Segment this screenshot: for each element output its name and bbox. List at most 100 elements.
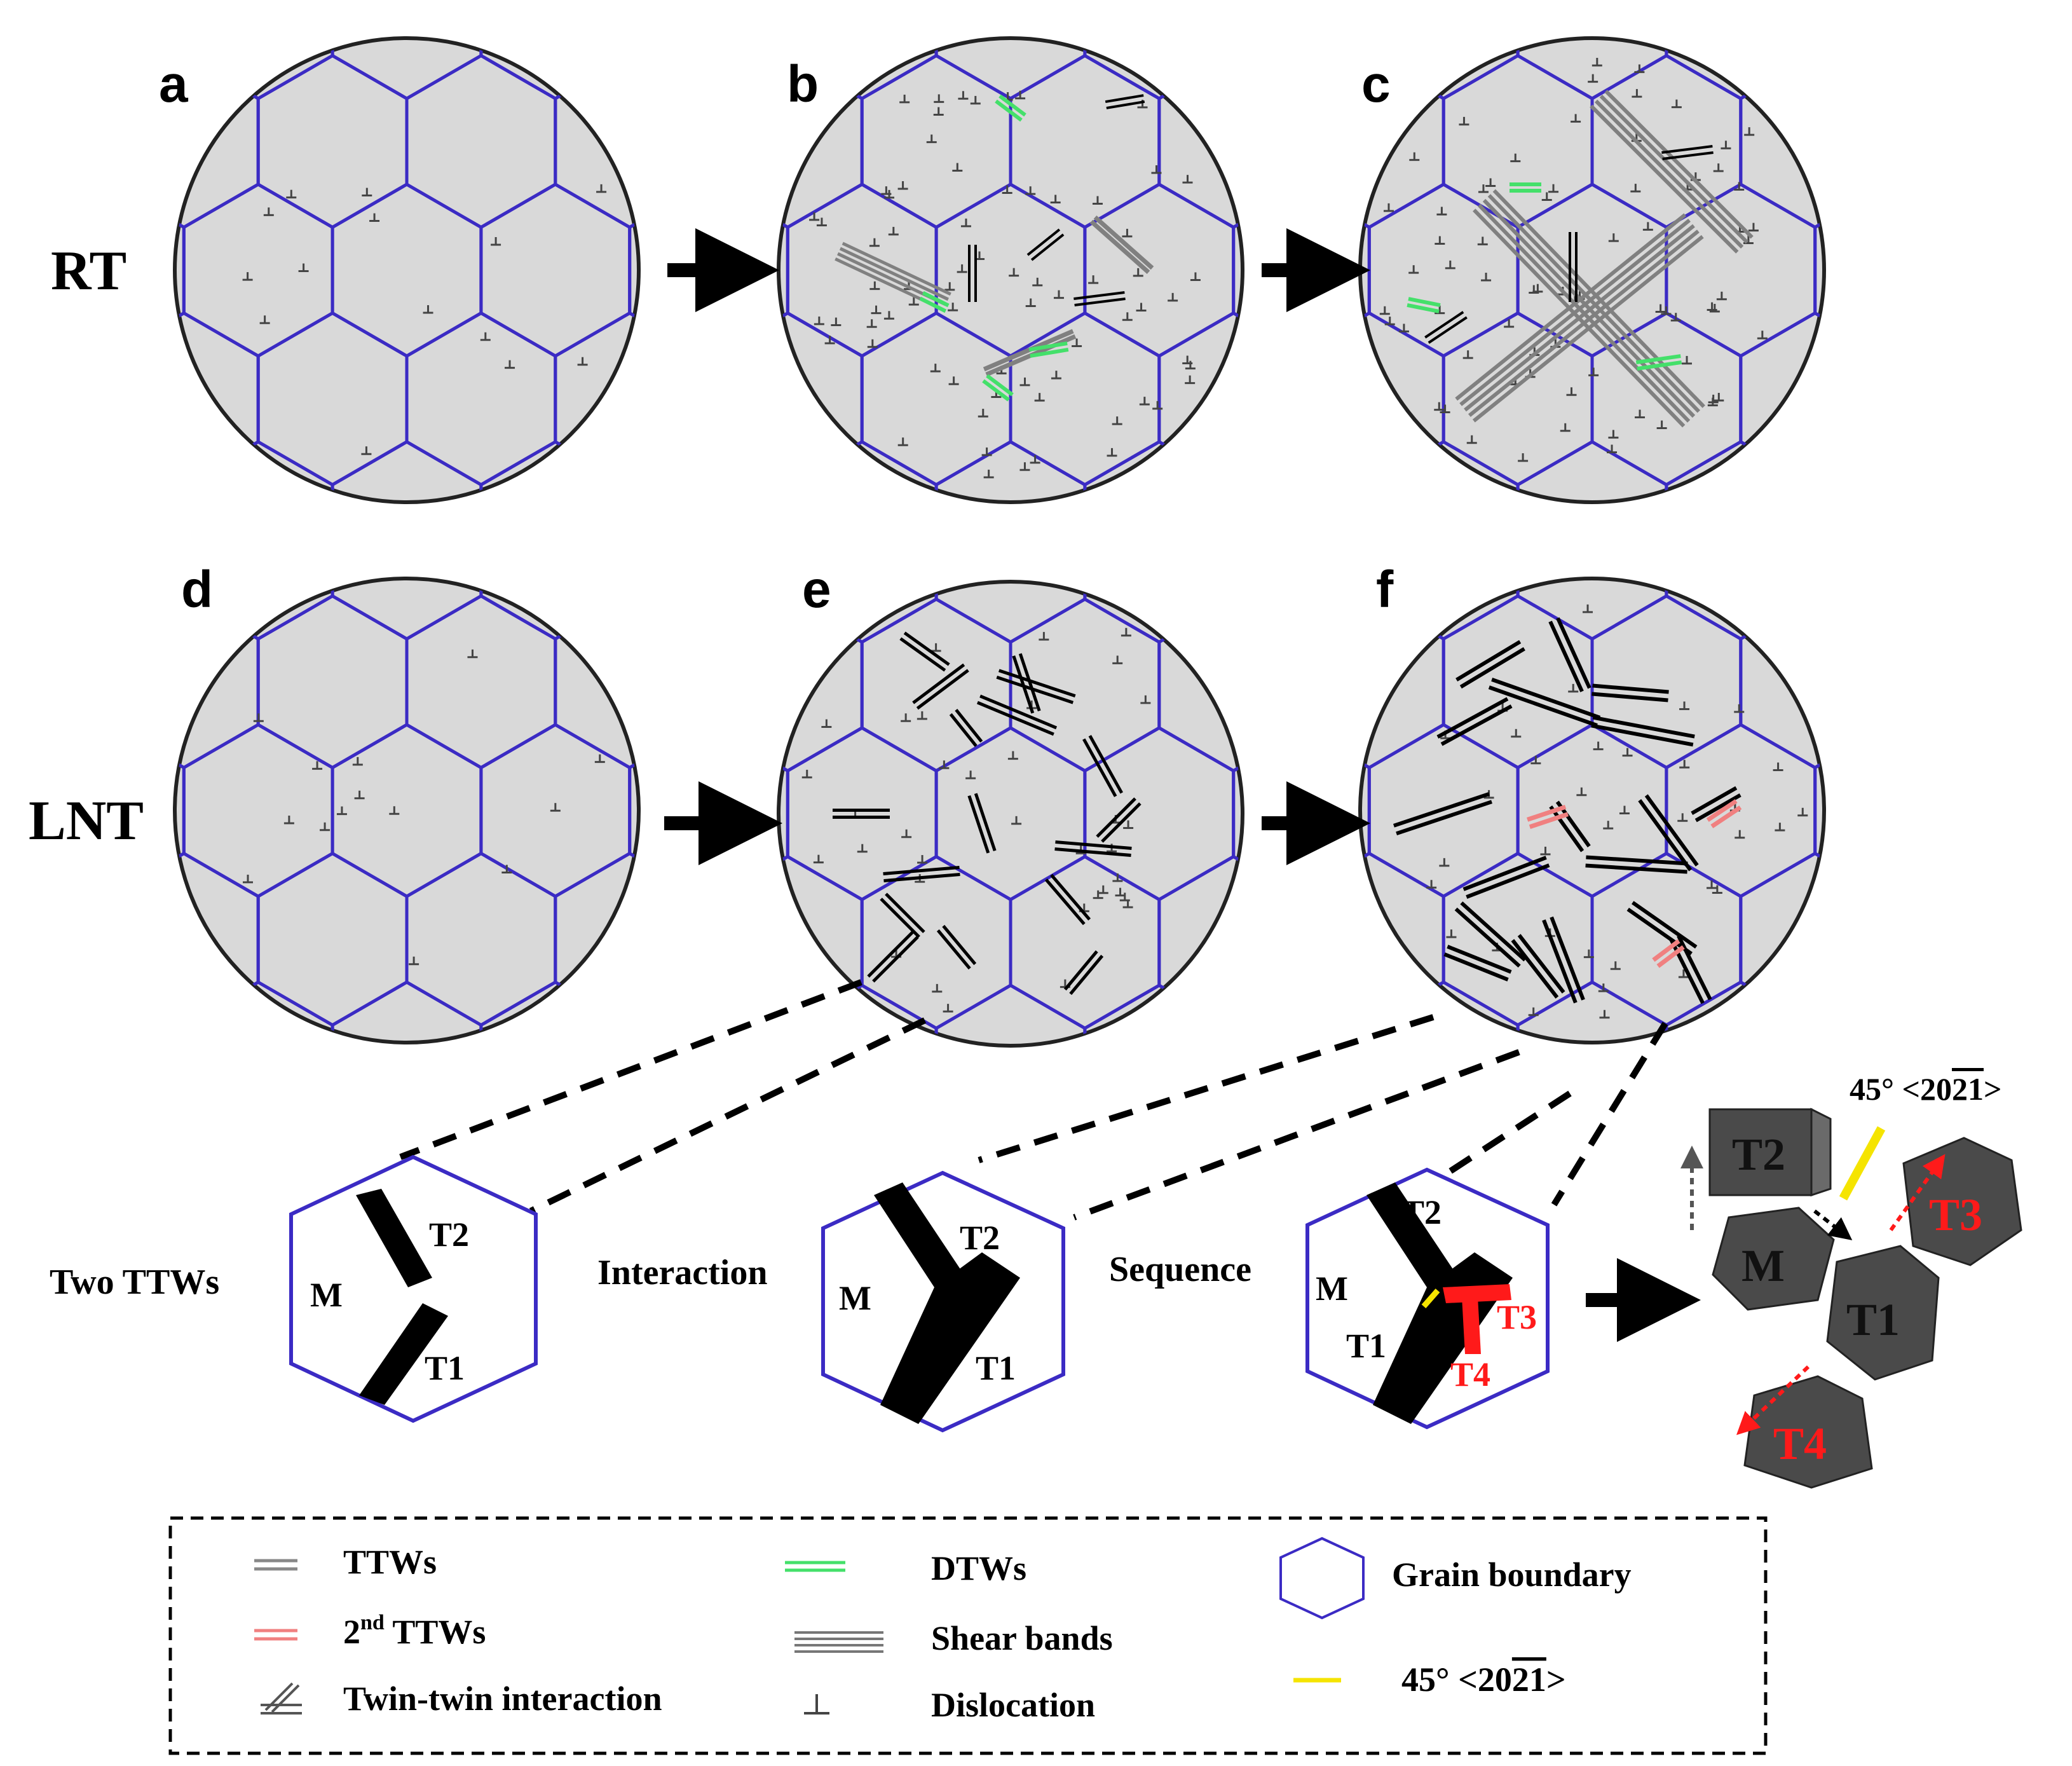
dislocation-symbol bbox=[1379, 306, 1390, 315]
dislocation-symbol bbox=[1182, 355, 1193, 365]
dislocation-symbol bbox=[1139, 397, 1150, 406]
grain bbox=[1964, 982, 2072, 1154]
ttw bbox=[1054, 840, 1132, 857]
dislocation-symbol bbox=[1608, 233, 1619, 242]
dislocation-symbol bbox=[917, 711, 927, 720]
grain bbox=[1813, 38, 1824, 100]
dislocation-symbol bbox=[1619, 805, 1630, 815]
dislocation-symbol bbox=[1409, 152, 1420, 161]
dislocation-symbol bbox=[957, 264, 967, 273]
dislocation-symbol bbox=[960, 218, 971, 228]
dislocation-symbol bbox=[1185, 375, 1196, 385]
dislocation-symbol bbox=[1151, 165, 1162, 174]
grain bbox=[1813, 578, 1824, 641]
dislocation-symbol bbox=[1190, 272, 1201, 281]
dislocation-symbol bbox=[1123, 820, 1134, 830]
cube-label-t1: T1 bbox=[1846, 1294, 1900, 1345]
dislocation-symbol bbox=[857, 844, 868, 853]
dislocation-symbol bbox=[242, 272, 253, 281]
aggregate-d bbox=[173, 577, 641, 1044]
dislocation-symbol bbox=[952, 163, 963, 172]
dislocation-symbol bbox=[361, 446, 372, 455]
dislocation-symbol bbox=[1152, 400, 1163, 410]
dislocation-symbol bbox=[1435, 236, 1445, 245]
dislocation-symbol bbox=[930, 364, 941, 373]
grain bbox=[1964, 725, 2072, 896]
ttw bbox=[1585, 855, 1688, 874]
cube-m: M bbox=[1712, 1207, 1835, 1311]
legend-swatch-twin-twin bbox=[261, 1682, 302, 1715]
legend-label-dislocation: Dislocation bbox=[931, 1686, 1095, 1724]
label-m: M bbox=[310, 1276, 343, 1314]
dislocation-symbol bbox=[242, 874, 253, 884]
dislocation-symbol bbox=[1051, 371, 1061, 380]
dislocation-symbol bbox=[981, 447, 992, 456]
dislocation-symbol bbox=[1510, 153, 1521, 163]
dislocation-symbol bbox=[1121, 627, 1131, 637]
dislocation-symbol bbox=[1034, 393, 1045, 402]
twin-t4 bbox=[1462, 1297, 1481, 1354]
dislocation-symbol bbox=[978, 409, 988, 418]
dislocation-symbol bbox=[933, 107, 944, 116]
ttw bbox=[1591, 683, 1669, 702]
dislocation-symbol bbox=[263, 207, 274, 216]
dislocation-symbol bbox=[1540, 846, 1551, 856]
dislocation-symbol bbox=[480, 332, 491, 341]
dislocation-symbol bbox=[1408, 265, 1419, 274]
dislocation-symbol bbox=[899, 94, 910, 104]
grain bbox=[1360, 578, 1371, 641]
dislocation-symbol bbox=[1098, 885, 1108, 894]
dislocation-symbol bbox=[1748, 222, 1759, 232]
dislocation-symbol bbox=[1528, 1007, 1539, 1016]
dislocation-symbol bbox=[1548, 184, 1559, 193]
ttw bbox=[1454, 901, 1527, 968]
dislocation-symbol bbox=[944, 282, 955, 291]
dislocation-symbol bbox=[1007, 751, 1018, 760]
dislocation-symbol bbox=[1576, 787, 1587, 797]
ttw bbox=[1511, 934, 1565, 999]
dislocation-symbol bbox=[831, 317, 842, 327]
dislocation-symbol bbox=[816, 217, 827, 226]
dislocation-symbol bbox=[1642, 222, 1653, 231]
grain-aggregates bbox=[0, 36, 2072, 1154]
dislocation-symbol bbox=[320, 822, 331, 832]
dislocation-symbol bbox=[901, 829, 912, 839]
dislocation-symbol bbox=[1383, 203, 1394, 212]
cube-label-m: M bbox=[1741, 1240, 1785, 1291]
dislocation-symbol bbox=[1661, 306, 1672, 315]
dislocation-symbol bbox=[1622, 748, 1633, 757]
dislocation-symbol bbox=[501, 865, 512, 873]
dislocation-symbol bbox=[908, 297, 919, 306]
dislocation-symbol bbox=[577, 357, 588, 366]
dislocation-symbol bbox=[867, 339, 878, 348]
dislocation-symbol bbox=[821, 719, 832, 728]
dislocation-symbol bbox=[809, 212, 820, 221]
ttw bbox=[912, 663, 969, 710]
dislocation-symbol bbox=[409, 956, 419, 966]
grain bbox=[628, 578, 639, 641]
hexagon-two-ttws bbox=[289, 1154, 538, 1423]
caption-two-ttws: Two TTWs bbox=[50, 1263, 219, 1302]
zoom-line bbox=[529, 1017, 927, 1214]
panel-letter-e: e bbox=[802, 561, 831, 619]
ttw bbox=[1638, 794, 1699, 872]
dislocation-symbol bbox=[1541, 192, 1552, 201]
dislocation-symbol bbox=[1019, 462, 1030, 471]
grain bbox=[628, 723, 639, 898]
grain bbox=[0, 184, 35, 356]
dislocation-symbol bbox=[1015, 90, 1026, 100]
grain bbox=[1232, 726, 1243, 901]
dislocation-symbol bbox=[1140, 695, 1151, 704]
dislocation-symbol bbox=[1635, 409, 1646, 418]
dislocation-symbol bbox=[824, 336, 835, 345]
dislocation-symbol bbox=[1593, 741, 1604, 751]
dislocation-symbol bbox=[1112, 655, 1123, 664]
dislocation-symbol bbox=[888, 226, 899, 236]
secondary-ttw bbox=[1652, 939, 1685, 968]
dislocation-symbol bbox=[1588, 74, 1598, 83]
dislocation-symbol bbox=[1708, 394, 1719, 404]
ttw bbox=[1569, 232, 1578, 302]
zoom-lines bbox=[399, 979, 1668, 1221]
dislocation-symbol bbox=[1591, 57, 1602, 67]
dislocation-symbol bbox=[1571, 114, 1581, 123]
